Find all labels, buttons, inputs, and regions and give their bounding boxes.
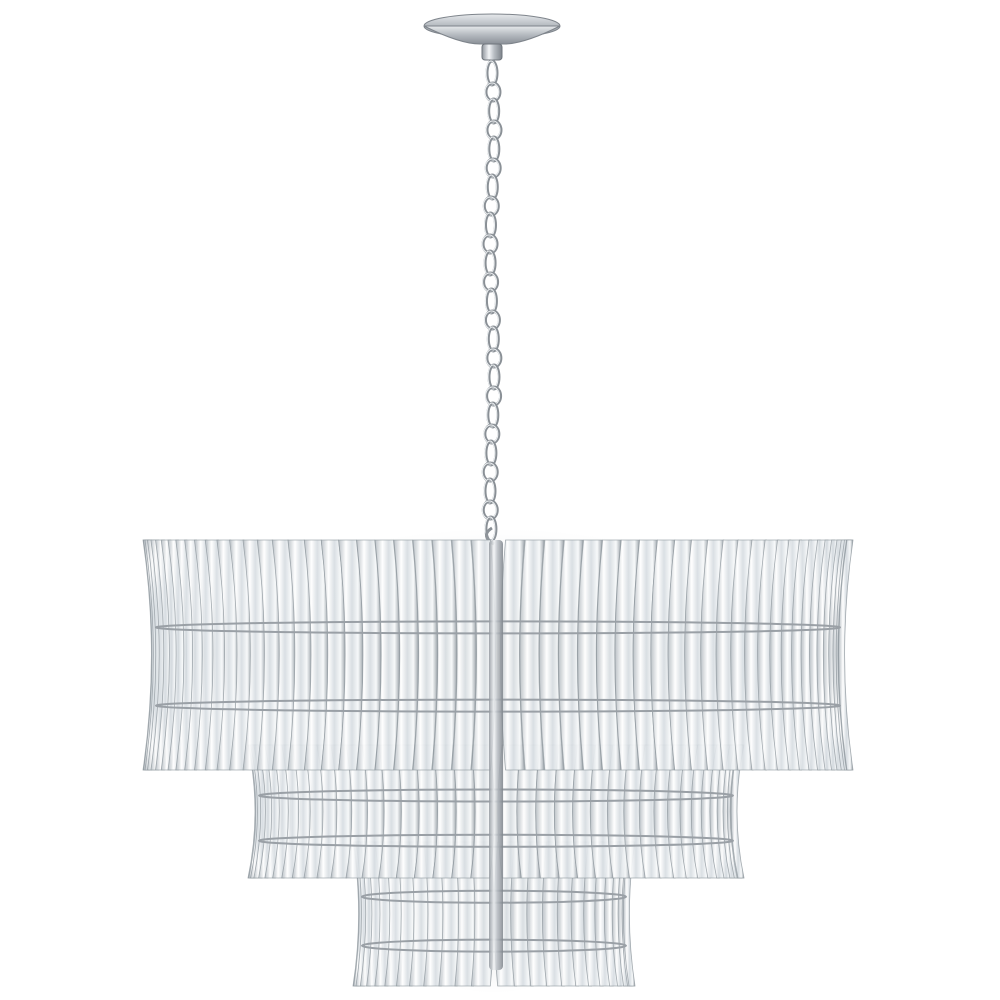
crystal-prism: [838, 539, 854, 771]
tier-middle: [247, 738, 745, 885]
center-stem: [489, 540, 503, 970]
tier-top: [142, 528, 854, 782]
crystal-prism: [393, 539, 419, 771]
crystal-prism: [730, 744, 745, 879]
chandelier-body: [142, 528, 854, 994]
ceiling-canopy: [423, 13, 561, 61]
chain: [481, 59, 503, 546]
crystal-prism: [412, 539, 438, 771]
